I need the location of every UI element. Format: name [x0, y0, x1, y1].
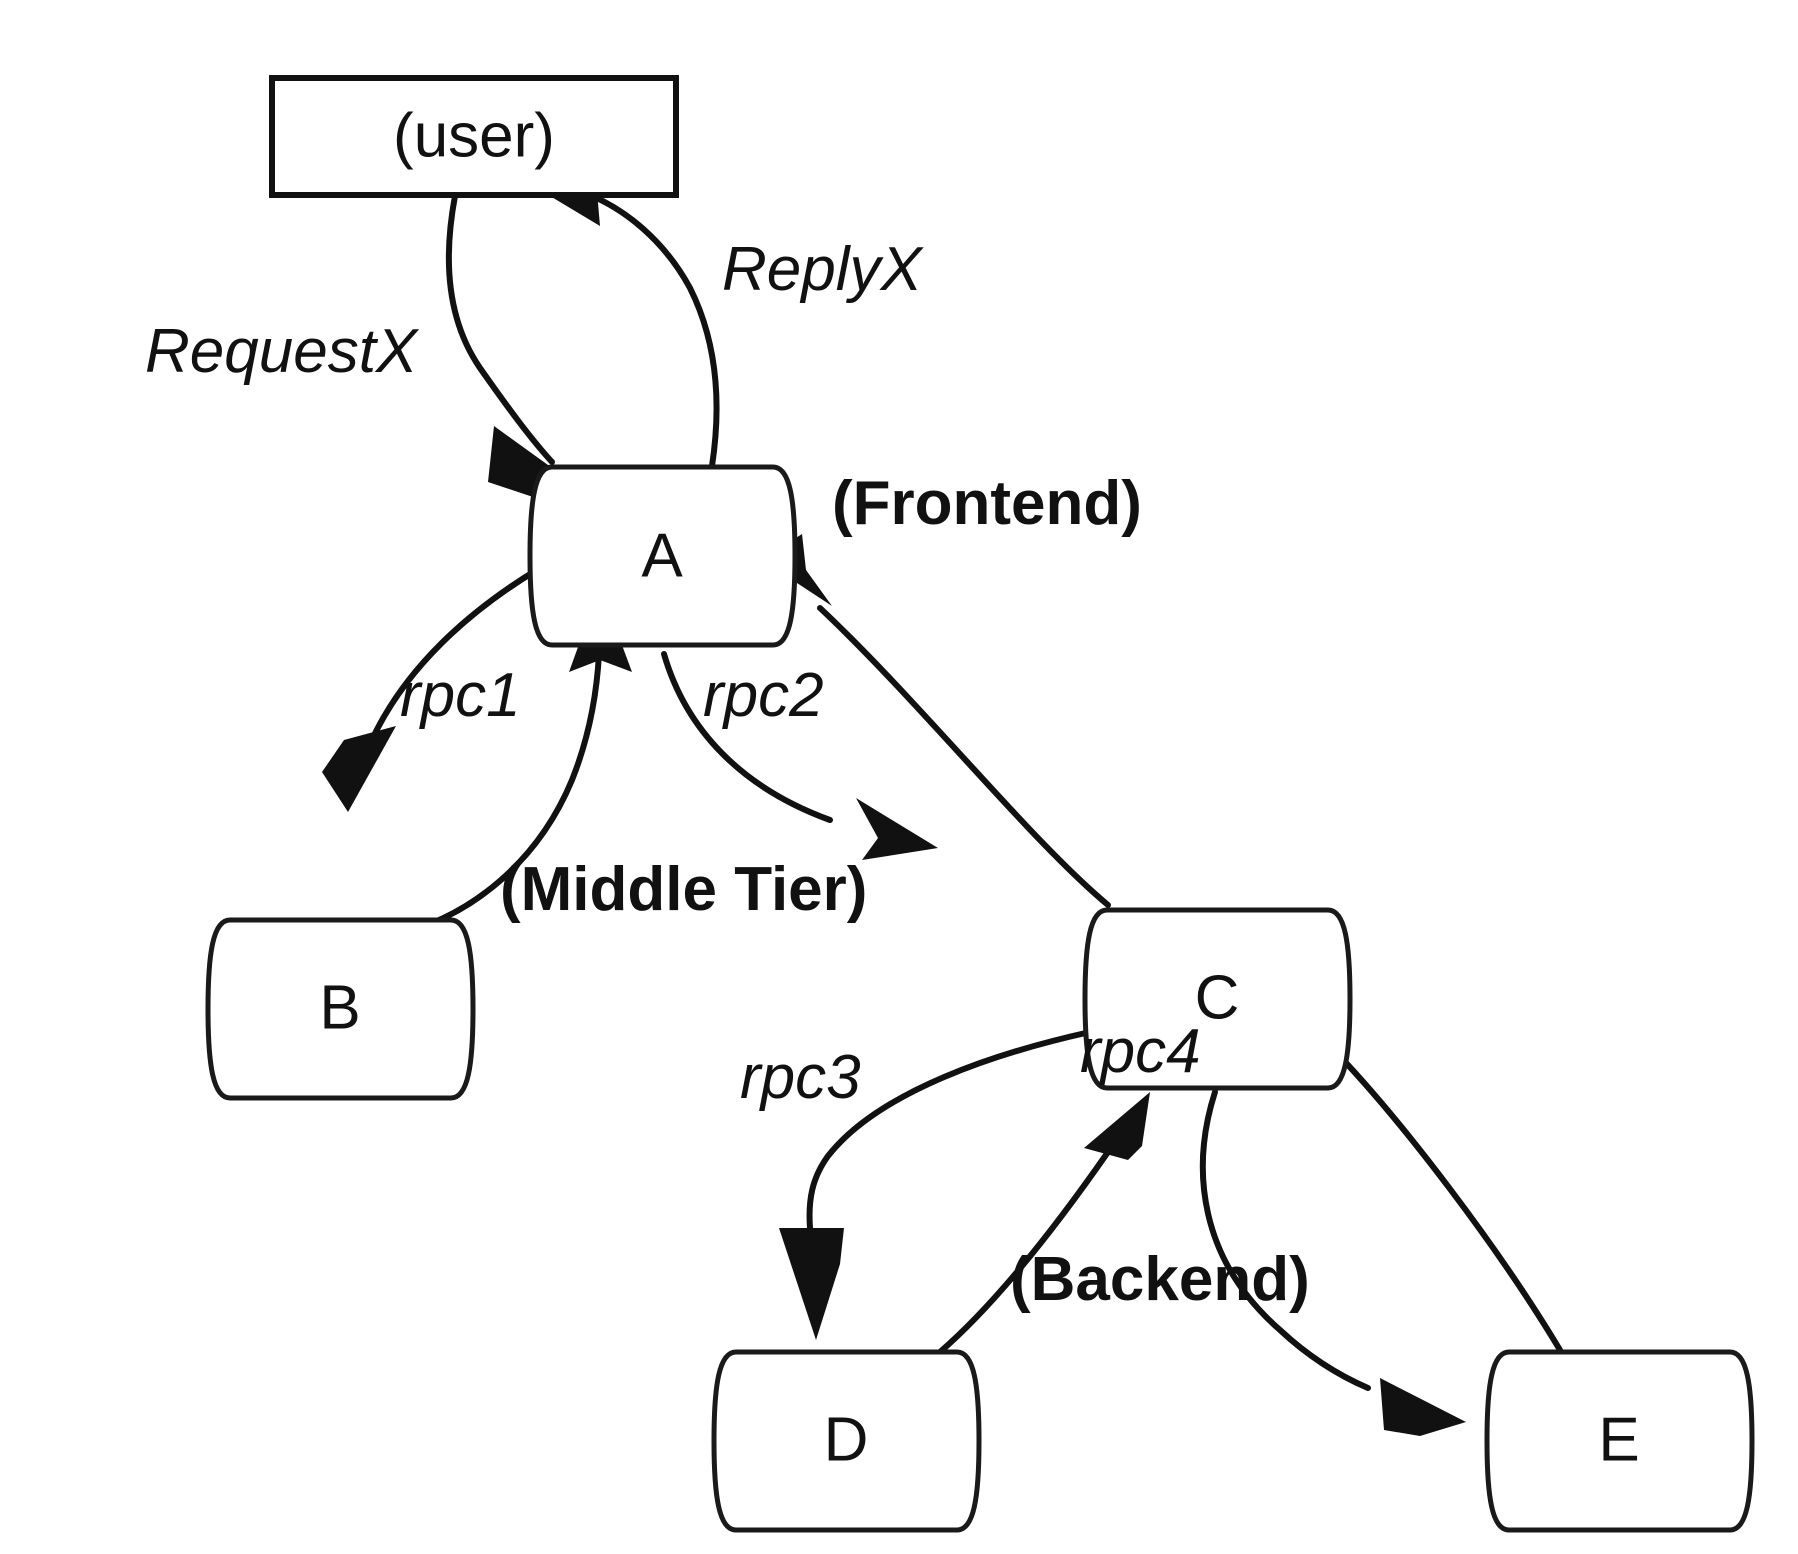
edge-label-replyx: ReplyX	[722, 235, 925, 304]
node-a-shape[interactable]	[527, 464, 798, 648]
edge-rpc1-reply-path	[391, 651, 602, 938]
node-user[interactable]: (user)	[269, 75, 679, 198]
tier-label-frontend: (Frontend)	[832, 469, 1142, 538]
node-a-label: A	[641, 521, 683, 590]
node-b[interactable]: B	[205, 917, 476, 1101]
edge-rpc2-request	[661, 651, 938, 860]
tier-label-middle-tier: (Middle Tier)	[500, 855, 867, 924]
edge-rpc4-request-arrowhead	[1380, 1378, 1466, 1436]
edge-rpc3-request-path	[806, 1029, 1093, 1231]
node-user-label: (user)	[393, 101, 555, 170]
node-d-shape[interactable]	[711, 1349, 982, 1533]
edge-requestx-path	[445, 193, 555, 465]
edge-replyx-path	[589, 193, 720, 469]
edge-rpc3-reply-path	[937, 1149, 1111, 1355]
edge-rpc1-request-arrowhead	[322, 726, 396, 812]
edge-label-rpc3: rpc3	[740, 1043, 861, 1112]
node-e-shape[interactable]	[1484, 1349, 1755, 1533]
edge-rpc4-reply-path	[1327, 1043, 1563, 1353]
edge-rpc2-request-arrowhead	[856, 798, 938, 860]
edge-rpc2-request-path	[661, 651, 833, 823]
edge-replyx	[520, 152, 720, 469]
node-b-shape[interactable]	[205, 917, 476, 1101]
edge-label-rpc2: rpc2	[703, 661, 824, 730]
edge-rpc2-reply-path	[817, 605, 1111, 908]
node-b-label: B	[319, 973, 360, 1042]
edge-label-rpc1: rpc1	[400, 661, 521, 730]
node-a[interactable]: A	[527, 464, 798, 648]
edge-rpc3-reply-arrowhead	[1084, 1092, 1150, 1160]
node-d-label: D	[824, 1405, 869, 1474]
node-c[interactable]: C	[1082, 907, 1353, 1091]
edge-rpc3-request-arrowhead	[779, 1228, 844, 1340]
edge-rpc1-request-path	[367, 565, 543, 747]
node-c-shape[interactable]	[1082, 907, 1353, 1091]
node-user-shape[interactable]	[269, 75, 679, 198]
tier-label-backend: (Backend)	[1010, 1245, 1310, 1314]
edge-rpc3-reply	[937, 1092, 1150, 1355]
edge-label-requestx: RequestX	[145, 317, 420, 386]
node-e[interactable]: E	[1484, 1349, 1755, 1533]
node-d[interactable]: D	[711, 1349, 982, 1533]
node-c-label: C	[1195, 963, 1240, 1032]
edge-rpc1-request	[322, 565, 543, 812]
edge-rpc4-request-path	[1199, 1089, 1371, 1391]
edge-rpc4-request	[1199, 1089, 1466, 1436]
edge-label-rpc4: rpc4	[1080, 1017, 1201, 1086]
edge-rpc3-request	[779, 1029, 1093, 1340]
node-e-label: E	[1598, 1405, 1639, 1474]
edge-requestx	[445, 193, 566, 498]
